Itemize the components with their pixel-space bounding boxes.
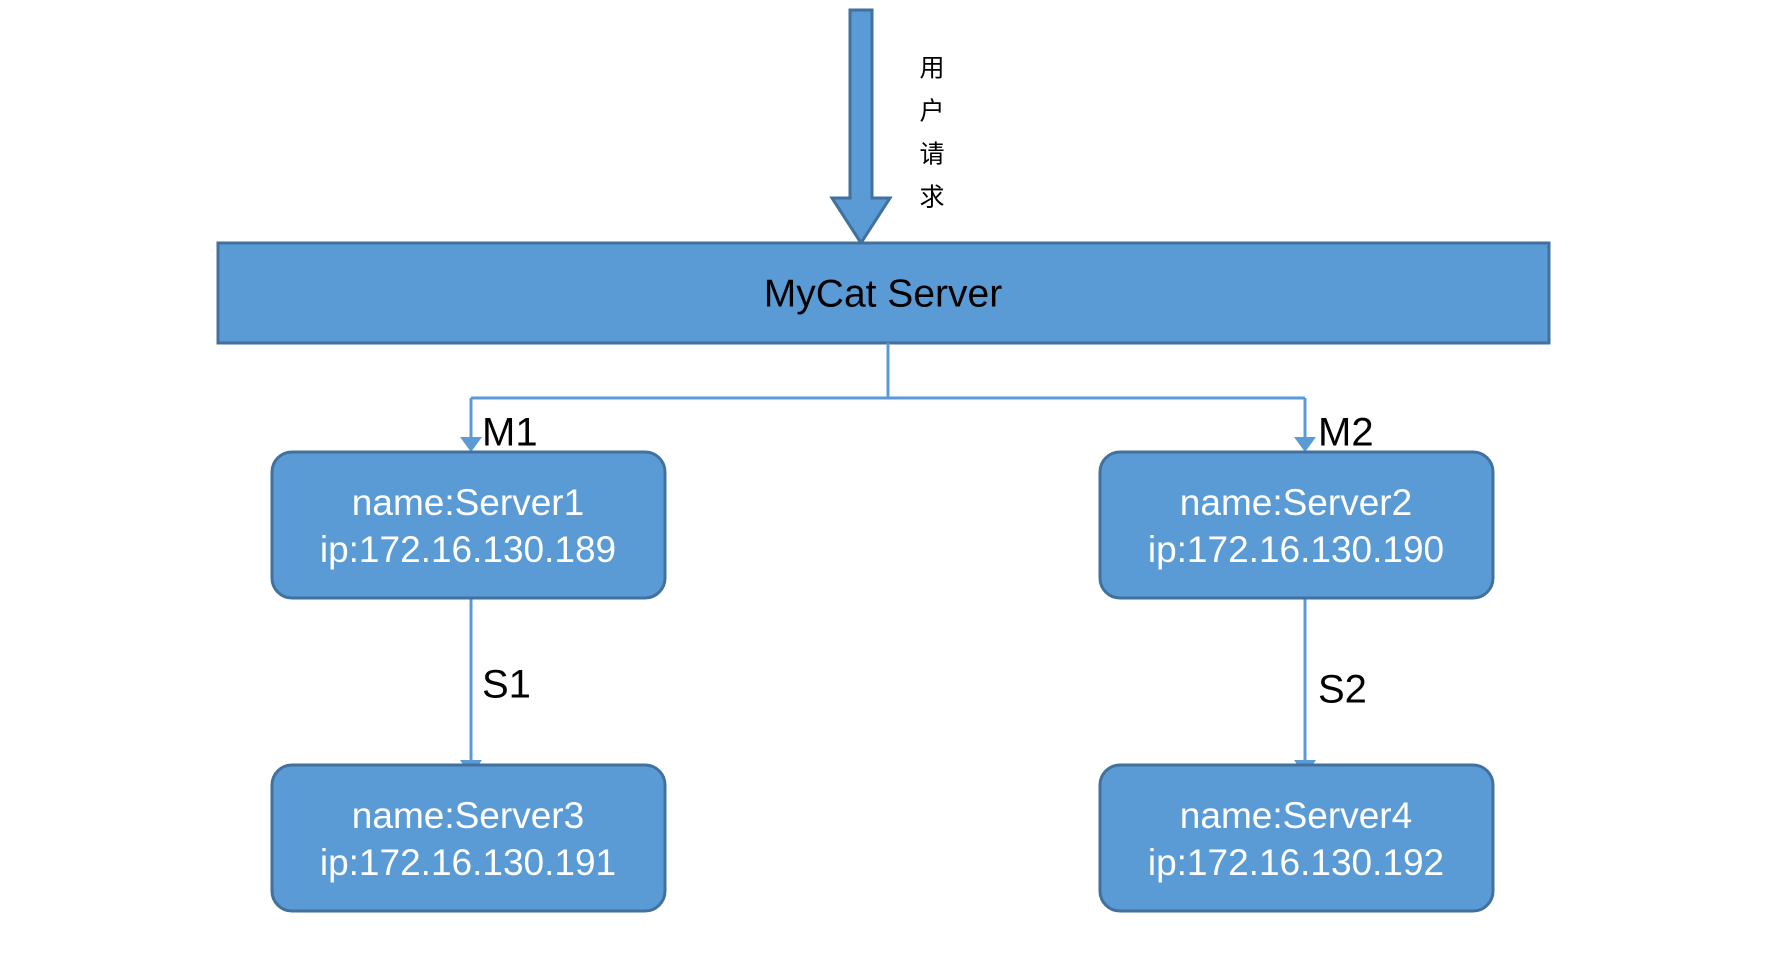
- user-request-label-char-0: 用: [919, 55, 944, 83]
- node-server3-shape[interactable]: [270, 763, 667, 913]
- node-server1-shape[interactable]: [270, 450, 667, 600]
- node-server4-ip: ip:172.16.130.192: [1148, 842, 1444, 883]
- edge-label-m2: M2: [1318, 411, 1374, 455]
- edge-label-s2: S2: [1318, 668, 1367, 712]
- connector-m2-arrowhead: [1294, 437, 1316, 452]
- connector-mycat-to-masters: [460, 343, 1316, 452]
- node-server2[interactable]: name:Server2 ip:172.16.130.190: [1098, 450, 1495, 600]
- node-server3-ip: ip:172.16.130.191: [320, 842, 616, 883]
- node-server4-name: name:Server4: [1180, 795, 1412, 836]
- node-server2-ip: ip:172.16.130.190: [1148, 529, 1444, 570]
- node-server3[interactable]: name:Server3 ip:172.16.130.191: [270, 763, 667, 913]
- node-server1[interactable]: name:Server1 ip:172.16.130.189: [270, 450, 667, 600]
- connector-m1-arrowhead: [460, 437, 482, 452]
- connector-server1-to-server3: [460, 598, 482, 776]
- connector-server2-to-server4: [1294, 598, 1316, 776]
- edge-label-m1: M1: [482, 411, 538, 455]
- node-server4-shape[interactable]: [1098, 763, 1495, 913]
- node-server1-name: name:Server1: [352, 482, 584, 523]
- mycat-server-bar-label: MyCat Server: [764, 272, 1002, 315]
- user-request-label-char-3: 求: [919, 184, 944, 212]
- edge-label-s1: S1: [482, 663, 531, 707]
- user-request-arrow: [829, 8, 893, 246]
- user-request-arrow-shape: [829, 8, 893, 246]
- node-server2-name: name:Server2: [1180, 482, 1412, 523]
- mycat-server-bar-shape[interactable]: [216, 241, 1551, 345]
- mycat-server-bar[interactable]: MyCat Server: [216, 241, 1551, 345]
- node-server4[interactable]: name:Server4 ip:172.16.130.192: [1098, 763, 1495, 913]
- user-request-label-char-1: 户: [919, 98, 944, 126]
- user-request-label-char-2: 请: [919, 141, 944, 169]
- node-server2-shape[interactable]: [1098, 450, 1495, 600]
- user-request-label: 用 户 请 求: [919, 55, 944, 212]
- node-server1-ip: ip:172.16.130.189: [320, 529, 616, 570]
- node-server3-name: name:Server3: [352, 795, 584, 836]
